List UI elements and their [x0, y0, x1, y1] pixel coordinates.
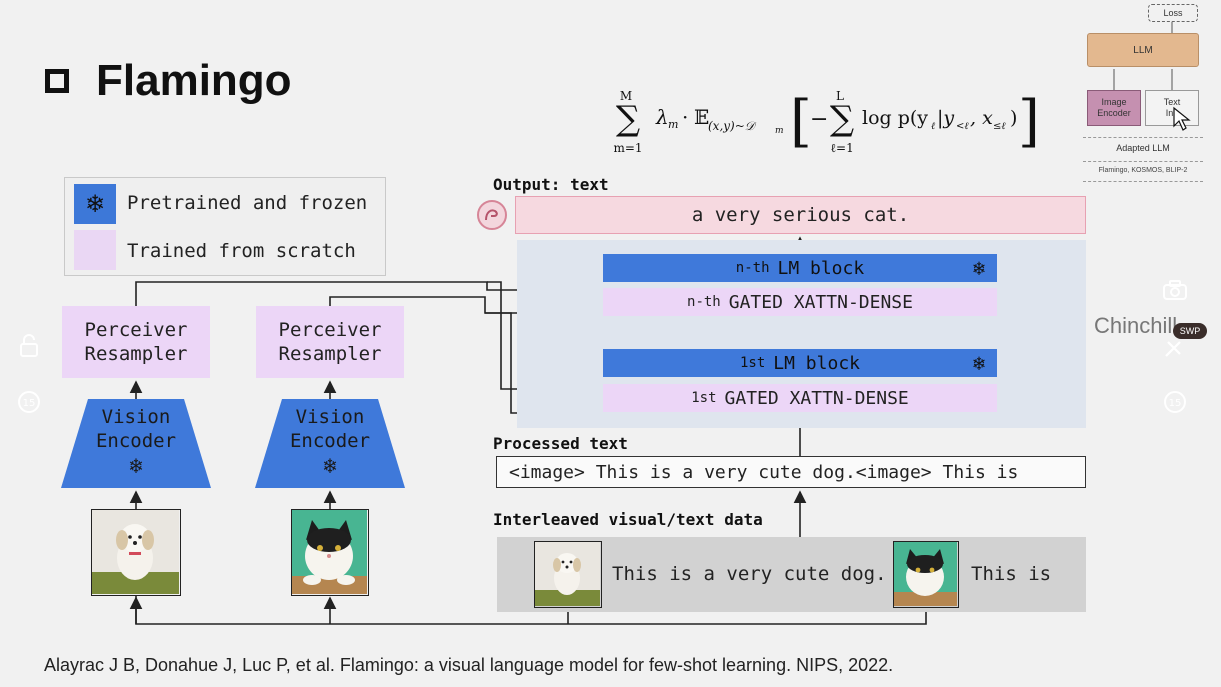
formula-sum-upper: M [620, 89, 632, 103]
cat-image [291, 509, 369, 596]
first-lm-prefix: 1st [740, 355, 766, 371]
vision-encoder-2-line1: Vision [295, 406, 365, 428]
slide-title: Flamingo [96, 56, 292, 105]
svg-text:m: m [668, 118, 678, 131]
inset-text-input: Text Inp [1145, 90, 1199, 126]
vision-encoder-1-line2: Encoder [95, 430, 177, 452]
tools-icon[interactable] [1162, 338, 1186, 360]
nth-lm-block: n-th LM block ❄ [603, 254, 997, 282]
svg-text:, x: , x [970, 107, 993, 129]
dog-thumbnail [534, 541, 602, 608]
nth-lm-prefix: n-th [735, 260, 770, 276]
perceiver-resampler-1: Perceiver Resampler [62, 306, 210, 378]
svg-text:<ℓ: <ℓ [956, 121, 969, 132]
inset-loss-box: Loss [1148, 4, 1198, 22]
inset-divider [1083, 161, 1203, 162]
lock-icon[interactable] [16, 333, 42, 359]
inset-image-encoder-line1: Image [1101, 97, 1127, 107]
svg-text:|y: |y [937, 107, 954, 129]
snowflake-icon: ❄ [85, 190, 105, 218]
svg-text:15: 15 [23, 398, 36, 409]
perceiver-2-line1: Perceiver [278, 319, 382, 341]
cursor-icon [1173, 106, 1191, 131]
svg-text:L: L [836, 89, 844, 103]
interleaved-text-1: This is a very cute dog. [612, 563, 887, 585]
svg-text:m: m [775, 126, 784, 136]
first-gated-xattn: 1st GATED XATTN-DENSE [603, 384, 997, 412]
swp-badge[interactable]: SWP [1173, 323, 1207, 339]
snowflake-icon: ❄ [323, 454, 337, 479]
inset-divider [1083, 181, 1203, 182]
svg-text:𝔼: 𝔼 [694, 105, 709, 129]
vision-encoder-1-shape [61, 399, 211, 488]
svg-text:]: ] [1018, 89, 1040, 154]
legend-scratch-label: Trained from scratch [127, 240, 356, 262]
vision-encoder-2-shape [255, 399, 405, 488]
output-text-box: a very serious cat. [515, 196, 1086, 234]
svg-text:∑: ∑ [830, 99, 854, 139]
svg-text:(x,y)~𝒟: (x,y)~𝒟 [708, 119, 757, 133]
svg-text:·: · [682, 105, 688, 129]
svg-text:∑: ∑ [616, 99, 640, 139]
snowflake-icon: ❄ [129, 454, 143, 479]
output-label: Output: text [493, 175, 609, 194]
formula-sum-lower: m=1 [613, 141, 642, 155]
nth-gated-prefix: n-th [687, 294, 721, 310]
inset-llm-box: LLM [1087, 33, 1199, 67]
snowflake-icon: ❄ [972, 351, 985, 375]
vision-encoder-2-line2: Encoder [289, 430, 371, 452]
svg-text:≤ℓ: ≤ℓ [993, 121, 1006, 132]
nth-gated-xattn: n-th GATED XATTN-DENSE [603, 288, 997, 316]
inset-image-encoder: Image Encoder [1087, 90, 1141, 126]
first-lm-block: 1st LM block ❄ [603, 349, 997, 377]
flamingo-icon [477, 200, 507, 230]
vision-encoder-1: Vision Encoder ❄ [62, 405, 210, 479]
inset-text-input-line2: Inp [1165, 108, 1179, 118]
processed-text-box: <image> This is a very cute dog.<image> … [496, 456, 1086, 488]
nth-gated-label: GATED XATTN-DENSE [728, 291, 913, 313]
svg-text:ℓ=1: ℓ=1 [830, 141, 853, 155]
loss-formula: M ∑ m=1 λ m · 𝔼 (x,y)~𝒟 m [ − L ∑ ℓ=1 lo… [613, 89, 1040, 155]
dog-image [91, 509, 181, 596]
svg-text:log p(y: log p(y [862, 107, 928, 129]
processed-text-label: Processed text [493, 434, 628, 453]
snowflake-icon: ❄ [972, 256, 985, 280]
rewind-icon[interactable]: 15 [16, 389, 42, 415]
nth-lm-label: LM block [777, 257, 865, 279]
inset-image-encoder-line2: Encoder [1097, 108, 1131, 118]
cat-thumbnail [893, 541, 959, 608]
vision-encoder-2: Vision Encoder ❄ [256, 405, 404, 479]
chinchilla-overlay-text: Chinchill [1094, 313, 1178, 338]
forward-icon[interactable]: 15 [1162, 389, 1188, 415]
legend: ❄ Pretrained and frozen Trained from scr… [64, 177, 386, 276]
first-gated-prefix: 1st [691, 390, 717, 406]
perceiver-2-line2: Resampler [278, 343, 382, 365]
perceiver-resampler-2: Perceiver Resampler [256, 306, 404, 378]
perceiver-1-line1: Perceiver [84, 319, 188, 341]
first-gated-label: GATED XATTN-DENSE [724, 387, 909, 409]
camera-icon[interactable] [1162, 279, 1188, 301]
scratch-swatch [74, 230, 116, 270]
inset-text-input-line1: Text [1163, 97, 1181, 107]
citation: Alayrac J B, Donahue J, Luc P, et al. Fl… [44, 655, 894, 675]
first-lm-label: LM block [773, 352, 860, 374]
perceiver-1-line2: Resampler [84, 343, 188, 365]
svg-text:[: [ [790, 89, 812, 154]
svg-text:ℓ: ℓ [931, 121, 935, 132]
inset-divider [1083, 137, 1203, 138]
inset-adapted-label: Adapted LLM [1116, 143, 1170, 153]
svg-text:15: 15 [1169, 398, 1182, 409]
interleaved-text-2: This is [971, 563, 1052, 585]
svg-text:λ: λ [655, 105, 669, 129]
svg-text:❄: ❄ [85, 190, 105, 218]
vision-encoder-1-line1: Vision [101, 406, 171, 428]
frozen-swatch: ❄ [74, 184, 116, 224]
interleaved-label: Interleaved visual/text data [493, 510, 763, 529]
legend-frozen-label: Pretrained and frozen [127, 192, 368, 214]
title-square-icon [45, 69, 69, 93]
svg-text:): ) [1010, 107, 1017, 129]
inset-models-label: Flamingo, KOSMOS, BLIP-2 [1098, 167, 1188, 174]
svg-text:−: − [810, 107, 828, 132]
